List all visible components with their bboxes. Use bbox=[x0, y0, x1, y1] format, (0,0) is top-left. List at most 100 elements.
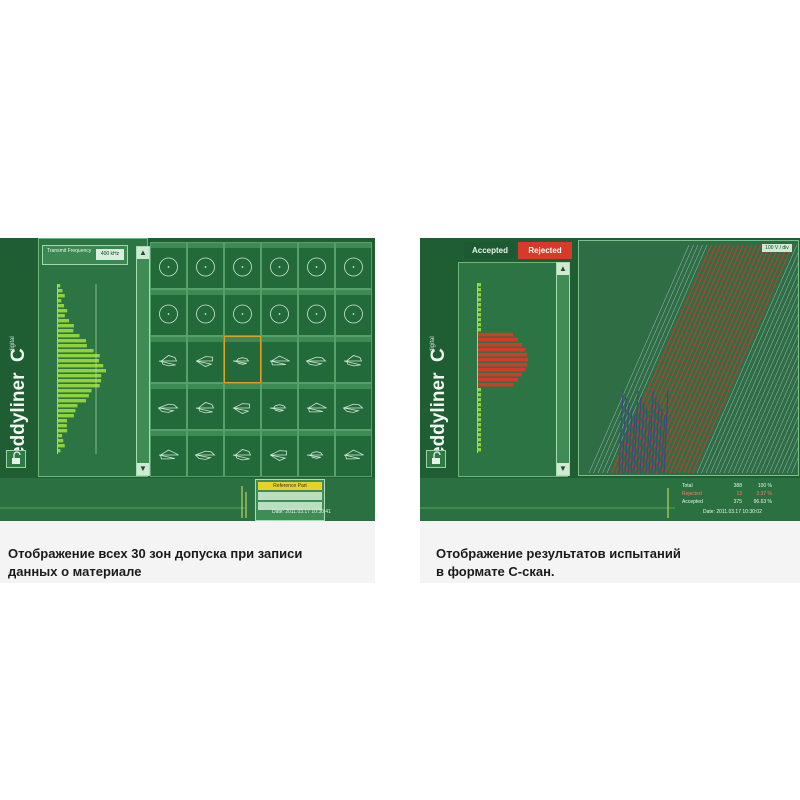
tolerance-zone-cell[interactable] bbox=[261, 289, 298, 336]
c-scan-spike bbox=[621, 396, 627, 474]
tolerance-zone-cell[interactable] bbox=[187, 242, 224, 289]
tolerance-zone-cell[interactable] bbox=[187, 430, 224, 477]
zone-cell-header bbox=[151, 243, 186, 248]
zone-center-dot bbox=[241, 266, 244, 268]
zone-cell-header bbox=[225, 384, 260, 389]
histogram-bar bbox=[58, 339, 87, 343]
unlock-icon[interactable] bbox=[6, 450, 26, 468]
left-caption: Отображение всех 30 зон допуска при запи… bbox=[8, 546, 303, 579]
tolerance-zone-cell[interactable] bbox=[335, 336, 372, 383]
zone-signal-shape bbox=[269, 450, 288, 461]
tolerance-zone-cell[interactable] bbox=[224, 336, 261, 383]
histogram-bar bbox=[478, 443, 481, 447]
zone-cell-header bbox=[299, 384, 334, 389]
zone-outline bbox=[232, 403, 251, 414]
grid-scrollbar[interactable]: ▲ ▼ bbox=[136, 246, 150, 476]
zone-center-dot bbox=[241, 313, 244, 315]
tolerance-zone-cell[interactable] bbox=[224, 430, 261, 477]
tolerance-zone-cell[interactable] bbox=[150, 336, 187, 383]
zone-center-dot bbox=[167, 266, 170, 268]
c-scan-trace bbox=[759, 385, 798, 474]
tolerance-zone-cell[interactable] bbox=[150, 289, 187, 336]
tolerance-zone-cell[interactable] bbox=[298, 336, 335, 383]
tolerance-zone-cell[interactable] bbox=[335, 383, 372, 430]
tolerance-zone-cell[interactable] bbox=[335, 242, 372, 289]
tolerance-zone-cell[interactable] bbox=[261, 383, 298, 430]
tolerance-zone-cell[interactable] bbox=[261, 242, 298, 289]
tolerance-zone-cell[interactable] bbox=[187, 289, 224, 336]
zone-circle bbox=[196, 304, 215, 324]
tolerance-zone-cell[interactable] bbox=[261, 430, 298, 477]
signal-trace bbox=[420, 488, 675, 518]
tolerance-zone-cell[interactable] bbox=[187, 336, 224, 383]
zone-cell-header bbox=[262, 243, 297, 248]
histogram-bar bbox=[478, 418, 481, 422]
zone-signal-shape bbox=[195, 356, 214, 367]
zone-cell-header bbox=[336, 384, 371, 389]
zone-outline bbox=[306, 402, 327, 413]
tolerance-zone-cell[interactable] bbox=[224, 289, 261, 336]
tolerance-zone-cell[interactable] bbox=[261, 336, 298, 383]
rejected-histogram-panel bbox=[458, 262, 568, 477]
zone-cell-header bbox=[299, 243, 334, 248]
zone-signal-shape bbox=[306, 402, 327, 413]
zone-cell-header bbox=[188, 337, 223, 342]
histogram-bar bbox=[478, 408, 481, 412]
scroll-down-button[interactable]: ▼ bbox=[557, 463, 569, 475]
c-scan-spike bbox=[642, 408, 648, 474]
reference-part-box[interactable]: Reference Part bbox=[255, 479, 325, 521]
histogram-bar bbox=[58, 414, 74, 418]
zone-outline bbox=[306, 451, 324, 459]
c-scan-trace bbox=[669, 244, 771, 474]
tolerance-zone-cell[interactable] bbox=[298, 242, 335, 289]
tolerance-zone-cell[interactable] bbox=[224, 242, 261, 289]
histogram-bar bbox=[478, 373, 523, 377]
range-selector[interactable]: 100 V / div bbox=[762, 244, 792, 252]
scroll-up-button[interactable]: ▲ bbox=[557, 263, 569, 275]
c-scan-display: 100 V / div bbox=[578, 240, 799, 476]
unlock-icon[interactable] bbox=[426, 450, 446, 468]
tolerance-zone-cell[interactable] bbox=[298, 383, 335, 430]
histogram-bar bbox=[58, 419, 68, 423]
zone-outline bbox=[343, 355, 363, 367]
stats-percent: 96.63 % bbox=[753, 499, 772, 505]
histogram-scrollbar[interactable]: ▲ ▼ bbox=[556, 262, 570, 476]
zone-center-dot bbox=[167, 313, 170, 315]
scroll-down-button[interactable]: ▼ bbox=[137, 463, 149, 475]
tolerance-zone-cell[interactable] bbox=[150, 242, 187, 289]
histogram-bar bbox=[478, 328, 481, 332]
tolerance-zone-cell[interactable] bbox=[224, 383, 261, 430]
tolerance-zone-cell[interactable] bbox=[335, 430, 372, 477]
histogram-bar bbox=[58, 394, 89, 398]
transmit-frequency-box: Transmit Frequency 400 kHz bbox=[42, 245, 128, 265]
tolerance-zone-cell[interactable] bbox=[335, 289, 372, 336]
histogram-bar bbox=[478, 288, 481, 292]
zone-signal-shape bbox=[343, 355, 363, 367]
tolerance-zone-cell[interactable] bbox=[187, 383, 224, 430]
zone-signal-shape bbox=[159, 257, 178, 277]
zone-circle bbox=[159, 304, 178, 324]
tolerance-zone-cell[interactable] bbox=[298, 289, 335, 336]
tolerance-zone-cell[interactable] bbox=[150, 430, 187, 477]
histogram-bar bbox=[58, 424, 67, 428]
histogram-bar bbox=[58, 319, 70, 323]
histogram-bar bbox=[58, 404, 78, 408]
histogram-bar bbox=[478, 313, 481, 317]
tab-rejected[interactable]: Rejected bbox=[518, 242, 572, 259]
zone-center-dot bbox=[352, 313, 355, 315]
svg-text:eddyliner: eddyliner bbox=[8, 372, 29, 457]
tolerance-zone-cell[interactable] bbox=[150, 383, 187, 430]
zone-cell-header bbox=[225, 431, 260, 436]
svg-text:C: C bbox=[8, 348, 29, 362]
zone-outline bbox=[232, 449, 252, 461]
zone-cell-header bbox=[299, 337, 334, 342]
scroll-up-button[interactable]: ▲ bbox=[137, 247, 149, 259]
zone-outline bbox=[195, 356, 214, 367]
freq-value[interactable]: 400 kHz bbox=[96, 249, 124, 260]
tab-accepted[interactable]: Accepted bbox=[464, 242, 516, 259]
histogram-bar bbox=[478, 393, 481, 397]
tolerance-zone-cell[interactable] bbox=[298, 430, 335, 477]
c-scan-spike bbox=[645, 414, 651, 474]
zone-signal-shape bbox=[158, 355, 178, 367]
zone-signal-shape bbox=[306, 451, 324, 459]
